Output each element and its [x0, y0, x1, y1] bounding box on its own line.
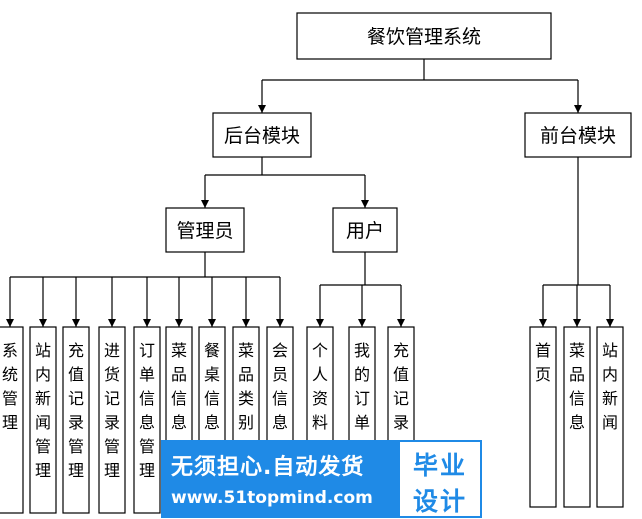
- watermark-right-panel: 毕业 设计: [398, 440, 482, 518]
- node-admin-item-0-box: [0, 326, 24, 514]
- node-backend-label: 后台模块: [224, 125, 300, 147]
- node-admin-item-5-label: 菜品信息: [171, 341, 187, 432]
- node-admin-item-4-box: [133, 326, 161, 514]
- node-user-item-1-label: 我的订单: [354, 341, 370, 432]
- node-admin-item-6-label: 餐桌信息: [204, 341, 220, 432]
- arrowhead: [72, 319, 80, 327]
- node-admin-item-3-box: [98, 326, 126, 514]
- node-admin-item-3: 进货记录管理: [98, 326, 126, 514]
- node-admin-label: 管理员: [176, 220, 233, 242]
- node-admin-item-7-label: 菜品类别: [238, 341, 254, 432]
- node-admin-item-2-label: 充值记录管理: [68, 341, 84, 480]
- node-admin-item-8-label: 会员信息: [272, 341, 288, 432]
- node-backend-box: [212, 112, 312, 158]
- node-user-item-2-label: 充值记录: [393, 341, 409, 432]
- watermark-banner: 无须担心.自动发货 www.51topmind.com 毕业 设计: [161, 440, 482, 518]
- arrowhead: [574, 105, 582, 113]
- watermark-slogan: 无须担心.自动发货: [171, 455, 365, 480]
- node-front-item-1: 菜品信息: [563, 326, 591, 508]
- arrowhead: [573, 319, 581, 327]
- arrowhead: [358, 319, 366, 327]
- arrowhead: [242, 319, 250, 327]
- node-admin-item-0: 系统管理: [0, 326, 24, 514]
- node-front-item-1-box: [563, 326, 591, 508]
- node-front-item-1-label: 菜品信息: [569, 341, 585, 432]
- arrowhead: [361, 200, 369, 208]
- arrowhead: [276, 319, 284, 327]
- arrowhead: [606, 319, 614, 327]
- node-front-item-2-box: [596, 326, 624, 508]
- arrowhead: [175, 319, 183, 327]
- node-front-item-0: 首页: [529, 326, 557, 508]
- node-admin-item-3-label: 进货记录管理: [104, 341, 120, 480]
- node-admin-item-1-box: [29, 326, 57, 514]
- watermark-left-panel: 无须担心.自动发货 www.51topmind.com: [161, 440, 398, 518]
- arrowhead: [6, 319, 14, 327]
- node-user-label: 用户: [346, 220, 384, 242]
- watermark-label-bottom: 设计: [412, 487, 467, 516]
- arrowhead: [208, 319, 216, 327]
- arrowhead: [143, 319, 151, 327]
- node-admin-item-2-box: [62, 326, 90, 514]
- arrowhead: [316, 319, 324, 327]
- node-admin-item-0-label: 系统管理: [2, 341, 18, 432]
- arrowhead: [258, 105, 266, 113]
- watermark-url: www.51topmind.com: [171, 488, 373, 508]
- node-user-item-0-label: 个人资料: [312, 341, 328, 432]
- node-admin-item-4: 订单信息管理: [133, 326, 161, 514]
- arrowhead: [39, 319, 47, 327]
- watermark-label-top: 毕业: [412, 451, 467, 480]
- node-admin: 管理员: [165, 207, 245, 253]
- node-front-item-0-label: 首页: [535, 341, 551, 384]
- node-user-box: [332, 207, 398, 253]
- node-admin-item-1-label: 站内新闻管理: [35, 341, 51, 480]
- node-user: 用户: [332, 207, 398, 253]
- node-root: 餐饮管理系统: [296, 12, 552, 60]
- node-backend: 后台模块: [212, 112, 312, 158]
- node-frontend: 前台模块: [524, 112, 632, 158]
- node-front-item-0-box: [529, 326, 557, 508]
- node-admin-item-2: 充值记录管理: [62, 326, 90, 514]
- node-root-box: [296, 12, 552, 60]
- node-front-item-2: 站内新闻: [596, 326, 624, 508]
- arrowhead: [108, 319, 116, 327]
- arrowhead: [397, 319, 405, 327]
- node-admin-item-4-label: 订单信息管理: [139, 341, 155, 480]
- node-frontend-label: 前台模块: [540, 125, 616, 147]
- node-frontend-box: [524, 112, 632, 158]
- node-admin-item-1: 站内新闻管理: [29, 326, 57, 514]
- node-root-label: 餐饮管理系统: [367, 26, 481, 48]
- arrowhead: [201, 200, 209, 208]
- arrowhead: [539, 319, 547, 327]
- node-admin-box: [165, 207, 245, 253]
- node-front-item-2-label: 站内新闻: [602, 341, 618, 432]
